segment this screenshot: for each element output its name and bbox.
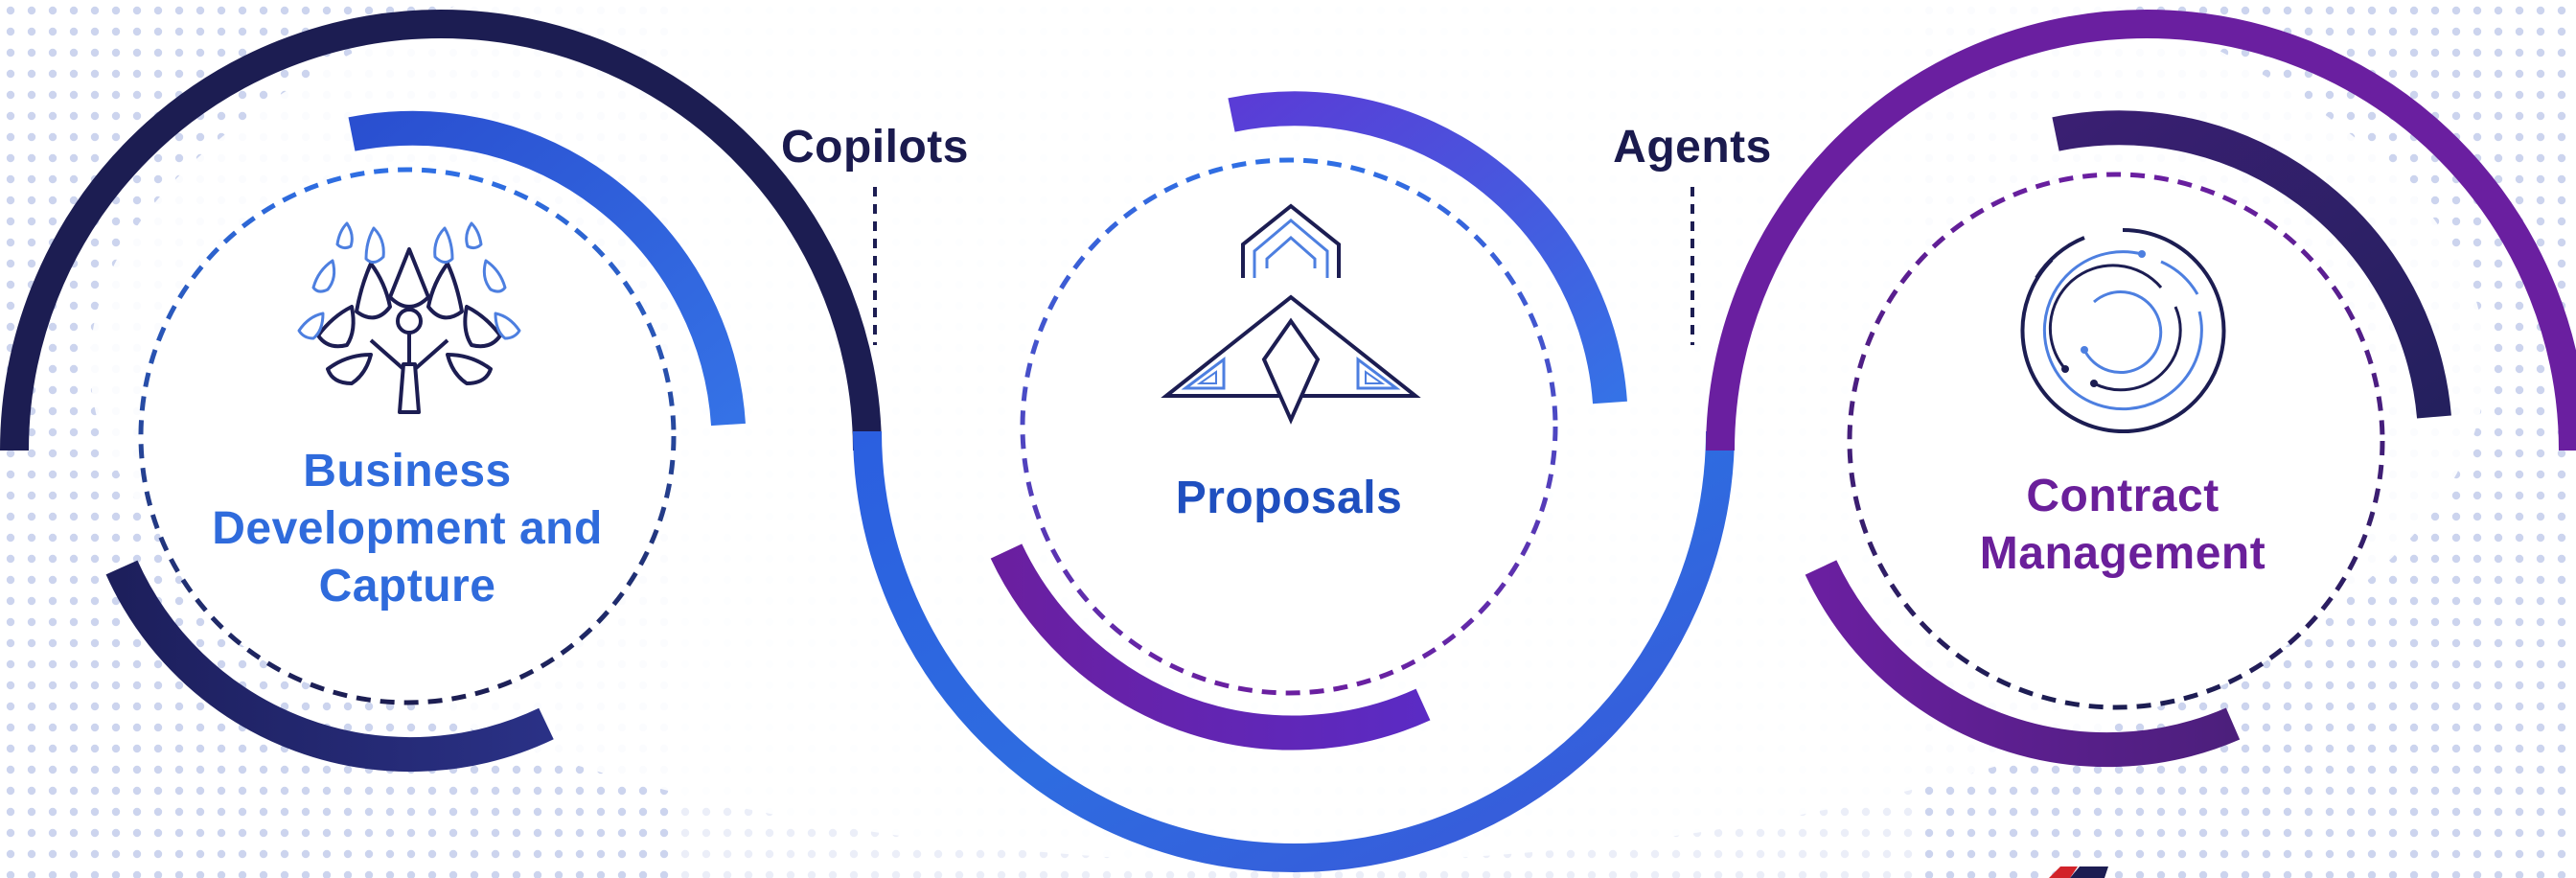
stage-1-ring	[105, 110, 746, 773]
stage-3-ring	[1805, 110, 2451, 768]
building-icon	[1161, 203, 1421, 425]
tree-icon	[297, 221, 521, 414]
logo-mark-partial	[2049, 866, 2108, 878]
stage-title-proposals: Proposals	[1097, 470, 1481, 527]
title-line: Capture	[318, 561, 496, 612]
stage-2-ring	[990, 91, 1627, 751]
title-line: Business	[303, 446, 512, 497]
agents-label: Agents	[1613, 122, 1772, 173]
stage-title-contract-management: Contract Management	[1917, 468, 2329, 583]
title-line: Development and	[212, 503, 603, 554]
connecting-arcs	[0, 10, 2576, 872]
title-line: Management	[1979, 528, 2266, 579]
arc-blue-bottom	[853, 430, 1735, 872]
title-line: Proposals	[1175, 473, 1403, 523]
arc-purple-right	[1706, 10, 2576, 451]
title-line: Contract	[2026, 471, 2220, 521]
arc-navy-left	[0, 10, 882, 451]
maze-icon	[2020, 227, 2226, 433]
copilots-label: Copilots	[781, 122, 969, 173]
stage-title-business-development: Business Development and Capture	[187, 443, 628, 615]
